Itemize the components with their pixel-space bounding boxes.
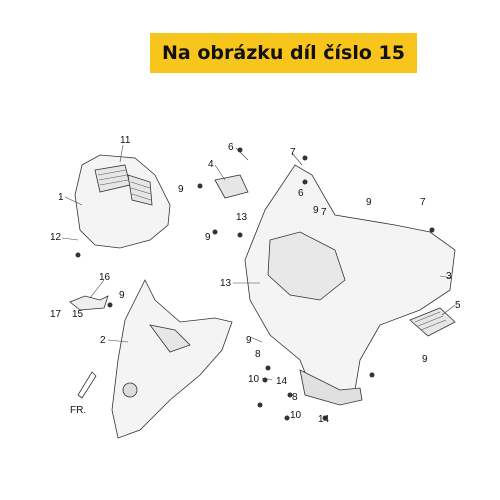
- part-number-banner: Na obrázku díl číslo 15: [150, 33, 417, 73]
- callout-7: 7: [420, 197, 426, 208]
- callout-9: 9: [422, 354, 428, 365]
- callout-9: 9: [246, 335, 252, 346]
- callout-7: 7: [321, 207, 327, 218]
- callout-15: 15: [72, 309, 84, 320]
- callout-13: 13: [220, 278, 232, 289]
- part-3-front-body: [244, 164, 456, 396]
- callout-12: 12: [50, 232, 62, 243]
- callout-14: 14: [276, 376, 288, 387]
- part-4-grille: [214, 174, 249, 199]
- callout-9: 9: [366, 197, 372, 208]
- callout-3: 3: [446, 271, 452, 282]
- callout-9: 9: [178, 184, 184, 195]
- callout-11: 11: [120, 135, 131, 146]
- part-2-mount-hole: [122, 382, 138, 398]
- callout-6: 6: [298, 188, 304, 199]
- callout-2: 2: [100, 335, 106, 346]
- callout-5: 5: [455, 300, 461, 311]
- part-16-bracket: [69, 295, 109, 311]
- callout-8: 8: [255, 349, 261, 360]
- front-direction-arrow: FR.: [70, 371, 97, 416]
- callout-16: 16: [99, 272, 111, 283]
- callout-17: 17: [50, 309, 62, 320]
- callout-14: 14: [318, 414, 330, 425]
- callout-13: 13: [236, 212, 248, 223]
- part-2-front-lower-cover: [111, 279, 233, 439]
- callout-4: 4: [208, 159, 214, 170]
- part-11-grille-right: [127, 174, 153, 206]
- callout-8: 8: [292, 392, 298, 403]
- callout-labels: 11 1 12 16 9 17 15 2 4 9 6 7 9 6 7 13 9 …: [50, 135, 461, 425]
- front-direction-label: FR.: [70, 405, 86, 416]
- banner-text: Na obrázku díl číslo 15: [162, 42, 405, 64]
- callout-7: 7: [290, 147, 296, 158]
- part-5-side-grille: [409, 307, 456, 337]
- callout-9: 9: [205, 232, 211, 243]
- callout-10: 10: [290, 410, 302, 421]
- callout-10: 10: [248, 374, 260, 385]
- callout-9: 9: [313, 205, 319, 216]
- callout-1: 1: [58, 192, 64, 203]
- callout-9: 9: [119, 290, 125, 301]
- callout-6: 6: [228, 142, 234, 153]
